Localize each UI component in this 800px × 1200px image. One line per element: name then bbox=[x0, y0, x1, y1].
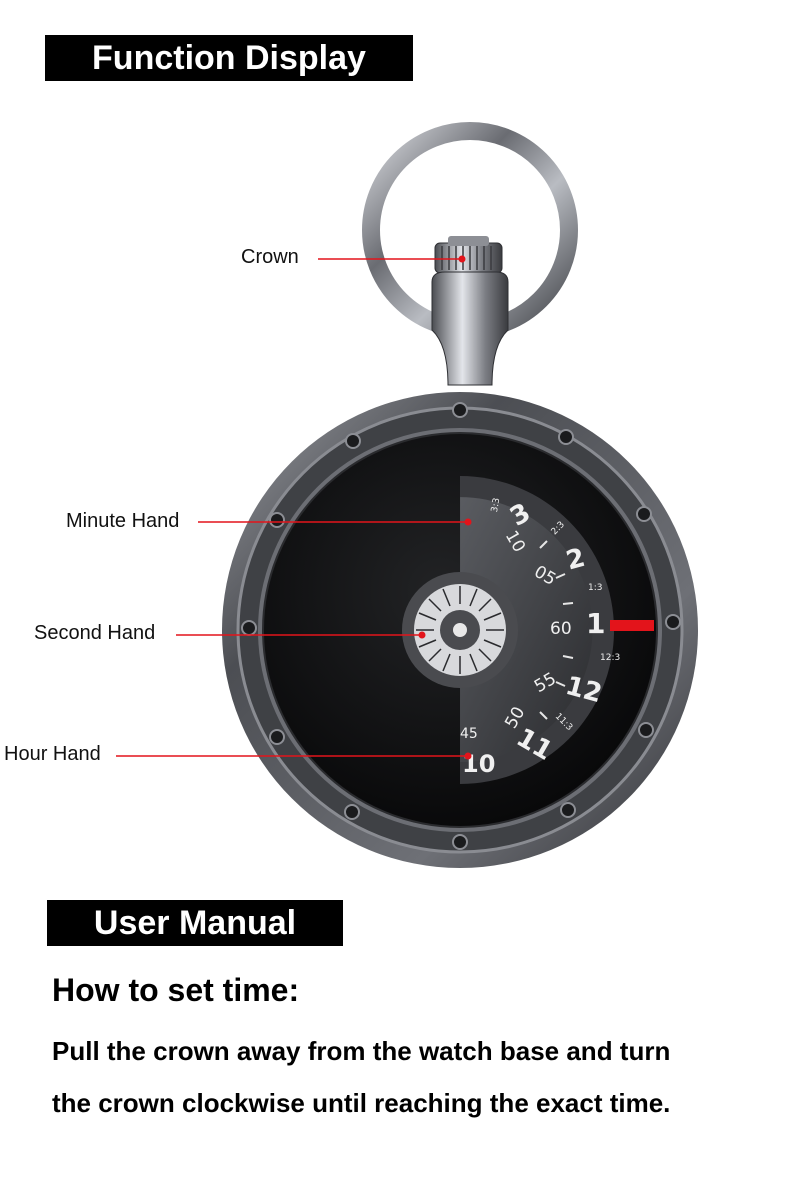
second-hand-label: Second Hand bbox=[34, 622, 156, 644]
minute-disc bbox=[460, 497, 593, 762]
set-time-heading: How to set time: bbox=[52, 972, 300, 1008]
hour-hand-label: Hour Hand bbox=[4, 743, 101, 765]
center-pin bbox=[453, 623, 467, 637]
crown-label: Crown bbox=[241, 246, 299, 268]
hour-numeral: 1 bbox=[586, 607, 605, 640]
bezel-screws bbox=[241, 402, 681, 850]
pendant bbox=[431, 271, 509, 386]
minute-numeral: 60 bbox=[550, 619, 572, 639]
minute-hand-label: Minute Hand bbox=[66, 510, 180, 532]
minute-ticks bbox=[539, 540, 574, 720]
seconds-ticks bbox=[416, 586, 504, 674]
function-display-banner: Function Display bbox=[45, 35, 413, 81]
crown-knob bbox=[434, 236, 503, 274]
dial-small-mark: 12:3 bbox=[600, 653, 620, 663]
instruction-line-2: the crown clockwise until reaching the e… bbox=[52, 1088, 671, 1118]
dial-small-mark: 3:3 bbox=[490, 497, 502, 513]
user-manual-banner: User Manual bbox=[47, 900, 343, 946]
time-indicator-bar bbox=[610, 620, 654, 631]
minute-numeral: 45 bbox=[460, 726, 478, 742]
pocket-watch-illustration: 3 2 1 12 11 10 10 05 60 55 50 45 3:3 2:3… bbox=[116, 122, 698, 868]
instruction-line-1: Pull the crown away from the watch base … bbox=[52, 1036, 671, 1066]
dial-small-mark: 1:3 bbox=[588, 583, 602, 593]
